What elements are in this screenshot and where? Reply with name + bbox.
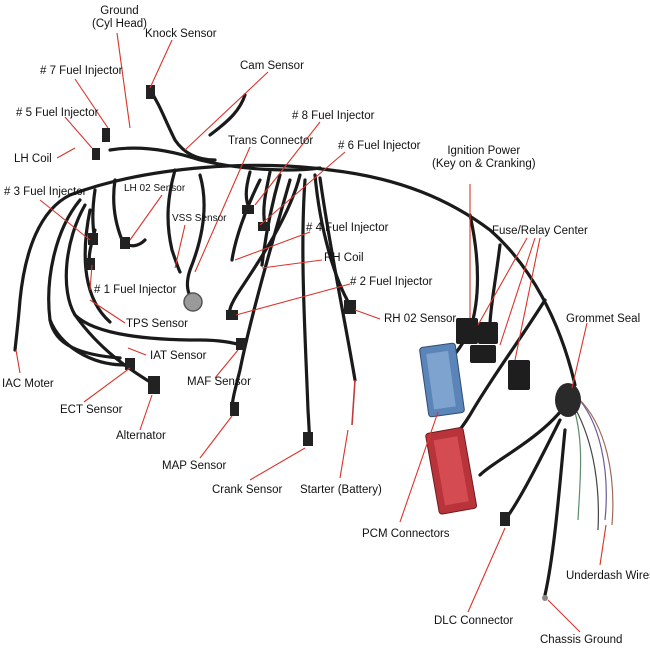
label-maf-sensor: MAF Sensor [187, 376, 251, 388]
grommet-seal-shape [555, 383, 581, 417]
pcm-connector-blue [419, 342, 465, 418]
label-fuel-injector-4: # 4 Fuel Injector [306, 222, 389, 234]
label-fuel-injector-5: # 5 Fuel Injector [16, 107, 99, 119]
branch-rh-o2 [313, 173, 352, 307]
leader-lines [15, 32, 607, 633]
label-map-sensor: MAP Sensor [162, 460, 227, 472]
left-branch-ect [48, 318, 127, 367]
label-fuel-injector-6: # 6 Fuel Injector [338, 140, 421, 152]
label-iac-motor: IAC Moter [2, 378, 54, 390]
chassis-ground-lug [542, 595, 548, 601]
label-fuel-injector-3: # 3 Fuel Injector [4, 186, 87, 198]
branch-relays [488, 243, 502, 327]
label-alternator: Alternator [116, 430, 166, 442]
label-starter-battery: Starter (Battery) [300, 484, 382, 496]
label-ect-sensor: ECT Sensor [60, 404, 123, 416]
left-bundle-3 [64, 203, 242, 347]
branch-starter [318, 176, 357, 382]
branch-inj4 [230, 178, 262, 262]
left-bundle-1 [13, 193, 72, 352]
label-rh-coil: RH Coil [324, 252, 364, 264]
label-ignition-power-subtitle: (Key on & Cranking) [432, 158, 536, 170]
trunk-branch-knock [148, 88, 217, 162]
branch-chassis [543, 428, 567, 597]
small-connectors [85, 85, 510, 526]
label-ground-subtitle: (Cyl Head) [92, 18, 147, 30]
trans-connector-round [183, 292, 203, 312]
pcm-connector-red [425, 427, 478, 515]
label-lh-coil: LH Coil [14, 153, 52, 165]
label-fuel-injector-1: # 1 Fuel Injector [94, 284, 177, 296]
label-fuel-injector-8: # 8 Fuel Injector [292, 110, 375, 122]
fuse-relay-blocks [456, 318, 530, 390]
label-grommet-seal: Grommet Seal [566, 313, 641, 325]
starter-wire [351, 379, 356, 426]
left-bundle-4 [83, 208, 112, 324]
label-ignition-power: Ignition Power (Key on & Cranking) [432, 145, 536, 171]
label-tps-sensor: TPS Sensor [126, 318, 188, 330]
label-trans-connector: Trans Connector [228, 135, 314, 147]
label-ground-title: Ground [100, 5, 139, 17]
trunk-branch-cam [208, 93, 247, 137]
label-fuel-injector-7: # 7 Fuel Injector [40, 65, 123, 77]
label-ground: Ground (Cyl Head) [92, 5, 147, 31]
label-ignition-power-title: Ignition Power [447, 145, 521, 157]
label-fuse-relay-center: Fuse/Relay Center [492, 225, 588, 237]
label-pcm-connectors: PCM Connectors [362, 528, 450, 540]
branch-crank [301, 178, 312, 442]
label-fuel-injector-2: # 2 Fuel Injector [350, 276, 433, 288]
branch-dlc [503, 418, 562, 522]
label-crank-sensor: Crank Sensor [212, 484, 283, 496]
label-underdash-wires: Underdash Wires [566, 570, 650, 582]
main-trunk [68, 163, 577, 387]
label-rh-o2-sensor: RH 02 Sensor [384, 313, 457, 325]
label-iat-sensor: IAT Sensor [150, 350, 207, 362]
branch-trans [185, 173, 206, 302]
label-lh-o2-sensor: LH 02 Sensor [124, 183, 186, 194]
label-knock-sensor: Knock Sensor [145, 28, 217, 40]
branch-vss [166, 168, 182, 274]
label-dlc-connector: DLC Connector [434, 615, 514, 627]
underdash-wire-loop [571, 394, 614, 531]
left-branch-alt [73, 313, 157, 387]
label-chassis-ground: Chassis Ground [540, 634, 623, 646]
trunk-upper [108, 146, 322, 172]
label-vss-sensor: VSS Sensor [172, 213, 227, 224]
label-cam-sensor: Cam Sensor [240, 60, 304, 72]
